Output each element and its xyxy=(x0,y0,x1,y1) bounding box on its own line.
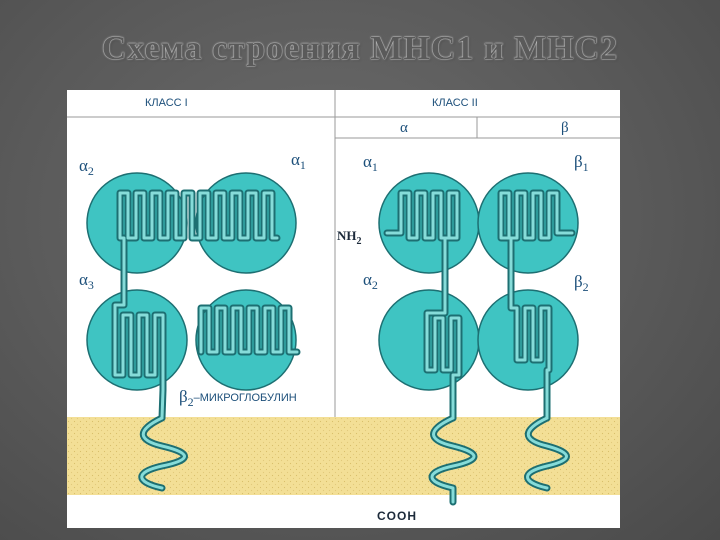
class-ii-header: КЛАСС II xyxy=(432,97,478,109)
slide-title: Схема строения МНС1 и МНС2 xyxy=(101,30,619,67)
class1-alpha2-label: α2 xyxy=(79,156,94,178)
class2-beta2-label: β2 xyxy=(574,272,589,294)
mhc-diagram: КЛАСС I КЛАСС II α β α2 α1 α3 α1 α2 β1 β… xyxy=(67,90,620,528)
class1-alpha1-label: α1 xyxy=(291,150,306,172)
class1-alpha3-label: α3 xyxy=(79,270,94,292)
class2-alpha1-domain xyxy=(378,172,480,274)
alpha-chain-header: α xyxy=(400,120,408,136)
class2-alpha2-label: α2 xyxy=(363,270,378,292)
class-i-header: КЛАСС I xyxy=(145,97,188,109)
nh2-label: NH2 xyxy=(337,228,362,247)
class2-alpha1-label: α1 xyxy=(363,152,378,174)
b2-microglobulin-label: β2–МИКРОГЛОБУЛИН xyxy=(179,387,297,409)
class2-beta1-label: β1 xyxy=(574,152,589,174)
beta-chain-header: β xyxy=(561,120,569,136)
cooh-label: COOH xyxy=(377,509,417,523)
